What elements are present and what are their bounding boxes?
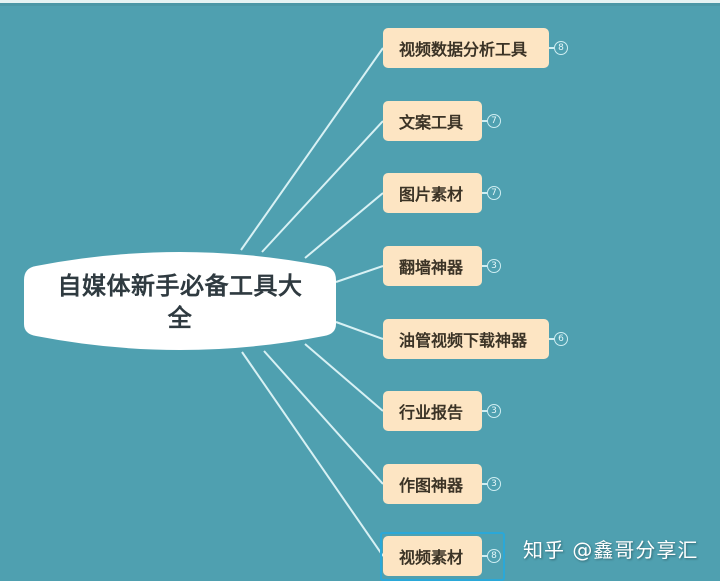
child-count-badge[interactable]: 3 bbox=[487, 404, 501, 418]
branch-label: 视频素材 bbox=[399, 548, 464, 567]
branch-node-video-assets[interactable]: 视频素材 bbox=[383, 536, 482, 576]
root-label-line1: 自媒体新手必备工具大 bbox=[57, 272, 303, 300]
connector-5 bbox=[335, 321, 384, 340]
branch-node-design-tools[interactable]: 作图神器 bbox=[383, 464, 482, 504]
count-stub bbox=[482, 555, 487, 557]
watermark: 知乎 @鑫哥分享汇 bbox=[523, 538, 699, 562]
branch-node-industry-reports[interactable]: 行业报告 bbox=[383, 391, 482, 431]
branch-label: 翻墙神器 bbox=[399, 258, 464, 277]
root-label-line2: 全 bbox=[167, 304, 193, 332]
root-shape bbox=[24, 252, 336, 350]
root-label: 自媒体新手必备工具大 全 bbox=[44, 270, 316, 334]
branch-label: 行业报告 bbox=[399, 403, 464, 422]
branch-label: 视频数据分析工具 bbox=[399, 40, 528, 59]
branch-label: 作图神器 bbox=[399, 476, 464, 495]
selection-outline bbox=[380, 532, 505, 581]
connector-3 bbox=[304, 192, 384, 259]
branch-label: 油管视频下载神器 bbox=[399, 331, 528, 350]
branch-node-video-data-analysis[interactable]: 视频数据分析工具 bbox=[383, 28, 549, 68]
top-shade bbox=[0, 3, 720, 6]
child-count-badge[interactable]: 8 bbox=[554, 41, 568, 55]
branch-label: 图片素材 bbox=[399, 185, 464, 204]
count-stub bbox=[482, 265, 487, 267]
child-count-badge[interactable]: 6 bbox=[554, 332, 568, 346]
count-stub bbox=[549, 47, 554, 49]
branch-node-copywriting-tools[interactable]: 文案工具 bbox=[383, 101, 482, 141]
count-stub bbox=[482, 410, 487, 412]
connector-7 bbox=[263, 350, 384, 485]
child-count-badge[interactable]: 7 bbox=[487, 186, 501, 200]
connector-6 bbox=[304, 343, 384, 412]
branch-node-youtube-downloader[interactable]: 油管视频下载神器 bbox=[383, 319, 549, 359]
connector-1 bbox=[240, 47, 384, 251]
connector-4 bbox=[335, 265, 384, 283]
root-node[interactable]: 自媒体新手必备工具大 全 bbox=[24, 246, 336, 356]
child-count-badge[interactable]: 8 bbox=[487, 549, 501, 563]
child-count-badge[interactable]: 3 bbox=[487, 477, 501, 491]
count-stub bbox=[549, 338, 554, 340]
connector-2 bbox=[261, 120, 384, 253]
count-stub bbox=[482, 192, 487, 194]
child-count-badge[interactable]: 7 bbox=[487, 114, 501, 128]
branch-node-vpn-tools[interactable]: 翻墙神器 bbox=[383, 246, 482, 286]
count-stub bbox=[482, 483, 487, 485]
connector-8 bbox=[241, 351, 384, 557]
branch-label: 文案工具 bbox=[399, 113, 464, 132]
child-count-badge[interactable]: 3 bbox=[487, 259, 501, 273]
top-border bbox=[0, 0, 720, 3]
branch-node-image-assets[interactable]: 图片素材 bbox=[383, 173, 482, 213]
count-stub bbox=[482, 120, 487, 122]
